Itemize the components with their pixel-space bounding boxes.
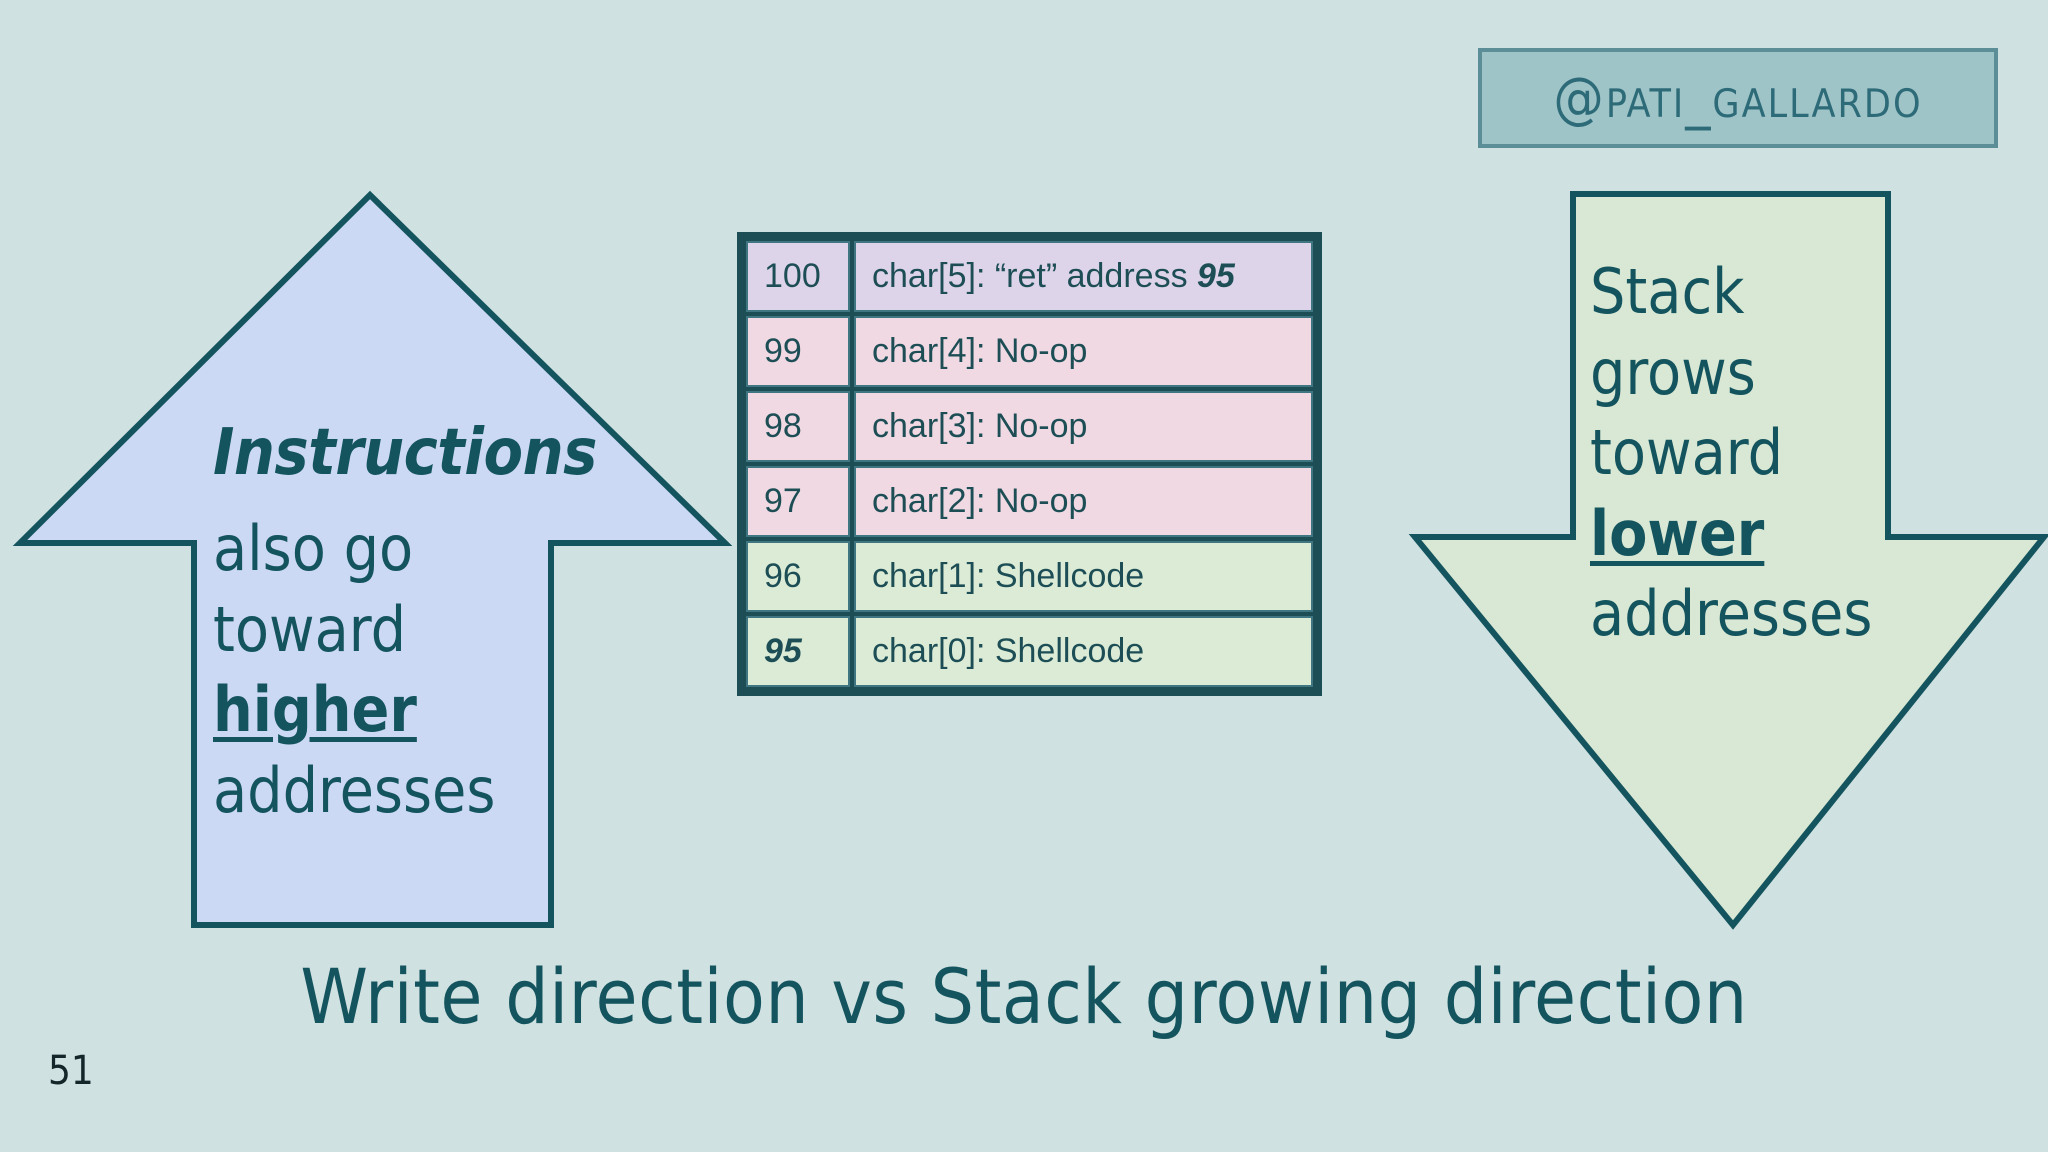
table-row: 95 char[0]: Shellcode	[746, 616, 1313, 687]
arrow-up-emphasis-line: Instructions	[213, 416, 597, 490]
arrow-down-text-block: Stack grows toward lower addresses	[1590, 252, 1872, 655]
memory-content-cell: char[1]: Shellcode	[854, 541, 1313, 612]
memory-address-cell: 95	[746, 616, 850, 687]
arrow-down-line-1: grows	[1590, 335, 1756, 409]
memory-content-cell: char[2]: No-op	[854, 466, 1313, 537]
memory-address-cell: 98	[746, 391, 850, 462]
memory-address-cell: 96	[746, 541, 850, 612]
arrow-down-line-2: toward	[1590, 416, 1784, 490]
memory-address-cell: 99	[746, 316, 850, 387]
memory-content-cell: char[0]: Shellcode	[854, 616, 1313, 687]
memory-content-cell: char[4]: No-op	[854, 316, 1313, 387]
arrow-up-text-block: Instructions also go toward higher addre…	[213, 412, 597, 832]
memory-address-emphasis: 95	[764, 632, 802, 670]
author-handle-label: @pati_gallardo	[1553, 65, 1923, 131]
arrow-up-line-3: addresses	[213, 753, 496, 827]
slide-caption: Write direction vs Stack growing directi…	[300, 952, 1748, 1041]
memory-content-cell: char[3]: No-op	[854, 391, 1313, 462]
author-handle-badge: @pati_gallardo	[1478, 48, 1998, 148]
arrow-up-line-2: toward	[213, 592, 407, 666]
memory-address-cell: 100	[746, 241, 850, 312]
page-number: 51	[48, 1048, 94, 1094]
memory-address-cell: 97	[746, 466, 850, 537]
memory-content-cell: char[5]: “ret” address 95	[854, 241, 1313, 312]
arrow-up-line-1: also go	[213, 512, 414, 586]
arrow-down-line-0: Stack	[1590, 255, 1745, 328]
memory-content-emphasis: 95	[1197, 257, 1235, 295]
arrow-up-underlined-line: higher	[213, 673, 417, 747]
arrow-down-underlined-line: lower	[1590, 496, 1765, 570]
arrow-down-line-3: addresses	[1590, 577, 1873, 651]
